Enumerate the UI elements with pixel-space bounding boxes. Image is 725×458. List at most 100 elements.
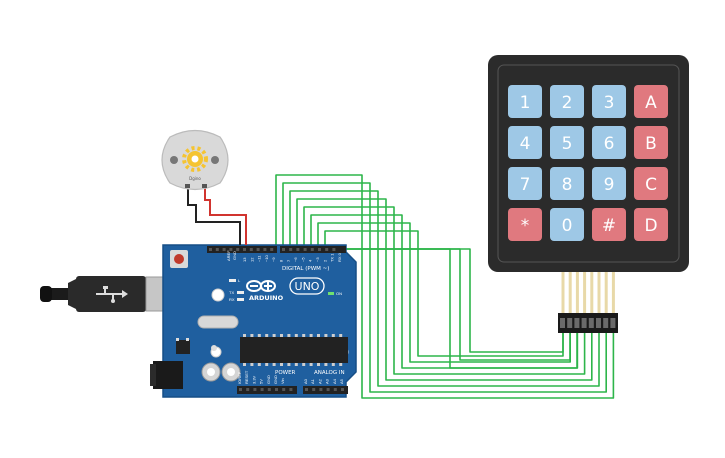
header-pin: [303, 248, 307, 251]
chip-pin: [294, 363, 298, 366]
uno-model-text: UNO: [295, 280, 320, 293]
keypad-key-face[interactable]: [508, 85, 542, 118]
header-pin: [222, 248, 226, 251]
header-pin: [209, 248, 212, 251]
connector-pin: [567, 318, 573, 328]
keypad-key-7[interactable]: 7: [508, 167, 542, 200]
keypad-key-4[interactable]: 4: [508, 126, 542, 159]
keypad-key-1[interactable]: 1: [508, 85, 542, 118]
keypad-key-face[interactable]: [592, 126, 626, 159]
analog-pin-label: A1: [310, 378, 315, 384]
atmega-chip: [240, 337, 348, 363]
header-pin: [275, 388, 278, 391]
keypad-key-face[interactable]: [550, 126, 584, 159]
power-pin-label: IOREF: [237, 371, 242, 384]
keypad-key-*[interactable]: *: [508, 208, 542, 241]
keypad-key-0[interactable]: 0: [550, 208, 584, 241]
chip-pin: [287, 334, 291, 337]
motor-red-wire: [204, 180, 247, 245]
ribbon-strand: [590, 272, 594, 314]
header-pin: [296, 248, 300, 251]
regulator-pin: [186, 338, 189, 341]
digital-pin-label: ~3: [315, 257, 320, 262]
header-pin: [325, 248, 329, 251]
keypad-key-face[interactable]: [550, 167, 584, 200]
keypad-key-face[interactable]: [550, 208, 584, 241]
wire: [341, 248, 578, 369]
chip-pin: [257, 334, 261, 337]
header-pin: [263, 248, 267, 251]
keypad-key-face[interactable]: [550, 85, 584, 118]
keypad-key-face[interactable]: [592, 167, 626, 200]
header-pin: [246, 388, 250, 391]
keypad-key-label: 0: [562, 216, 573, 236]
keypad-key-D[interactable]: D: [634, 208, 668, 241]
keypad-key-label: D: [644, 216, 657, 236]
keypad-key-face[interactable]: [634, 208, 668, 241]
digital-header-left: [207, 246, 277, 253]
dc-motor[interactable]: Dgino: [161, 129, 247, 246]
chip-pin: [324, 363, 328, 366]
chip-pin: [243, 334, 246, 337]
chip-pin: [272, 334, 276, 337]
wire: [303, 206, 586, 375]
chip-pin: [302, 334, 306, 337]
keypad-key-3[interactable]: 3: [592, 85, 626, 118]
usb-icon: [96, 286, 128, 303]
analog-pin-label: A4: [332, 378, 337, 384]
keypad-key-9[interactable]: 9: [592, 167, 626, 200]
chip-pin: [265, 363, 269, 366]
digital-pin-label: RX 0: [337, 252, 342, 262]
header-pins: [209, 248, 344, 391]
usb-cable[interactable]: [40, 276, 179, 312]
header-pin: [289, 248, 293, 251]
keypad-key-C[interactable]: C: [634, 167, 668, 200]
power-pin-label: GND: [273, 375, 278, 384]
tx-led-label: TX: [229, 290, 234, 295]
chip-pin: [280, 334, 283, 337]
keypad-key-face[interactable]: [592, 85, 626, 118]
keypad-key-label: B: [645, 134, 657, 154]
keypad-key-A[interactable]: A: [634, 85, 668, 118]
chip-pin: [250, 363, 254, 366]
keypad-key-face[interactable]: [508, 208, 542, 241]
reset-button-cap[interactable]: [174, 254, 184, 264]
motor-black-wire: [187, 180, 241, 245]
keypad-key-face[interactable]: [592, 208, 626, 241]
connector-pin: [560, 318, 565, 328]
on-led: [328, 292, 334, 295]
power-label: POWER: [275, 370, 296, 376]
keypad-key-face[interactable]: [634, 85, 668, 118]
chip-pin: [280, 363, 283, 366]
header-pin: [256, 248, 260, 251]
keypad-key-6[interactable]: 6: [592, 126, 626, 159]
keypad-key-B[interactable]: B: [634, 126, 668, 159]
voltage-regulator: [176, 340, 190, 354]
keypad-key-#[interactable]: #: [592, 208, 626, 241]
header-pin: [249, 248, 253, 251]
connector-pin: [574, 318, 580, 328]
keypad-key-2[interactable]: 2: [550, 85, 584, 118]
keypad-key-face[interactable]: [634, 126, 668, 159]
keypad-key-5[interactable]: 5: [550, 126, 584, 159]
keypad-key-face[interactable]: [508, 167, 542, 200]
header-pin: [318, 248, 321, 251]
digital-pin-label: TX 1: [330, 253, 335, 262]
analog-header: [303, 386, 348, 394]
analog-pin-label: A0: [303, 378, 308, 384]
digital-pwm-label: DIGITAL (PWM ~): [282, 266, 329, 272]
keypad-key-face[interactable]: [634, 167, 668, 200]
ribbon-strand: [575, 272, 579, 314]
keypad-key-8[interactable]: 8: [550, 167, 584, 200]
dc-power-jack[interactable]: [153, 361, 183, 389]
keypad-connector: [558, 313, 618, 333]
keypad-key-face[interactable]: [508, 126, 542, 159]
header-pin: [260, 388, 264, 391]
wire: [282, 182, 607, 393]
